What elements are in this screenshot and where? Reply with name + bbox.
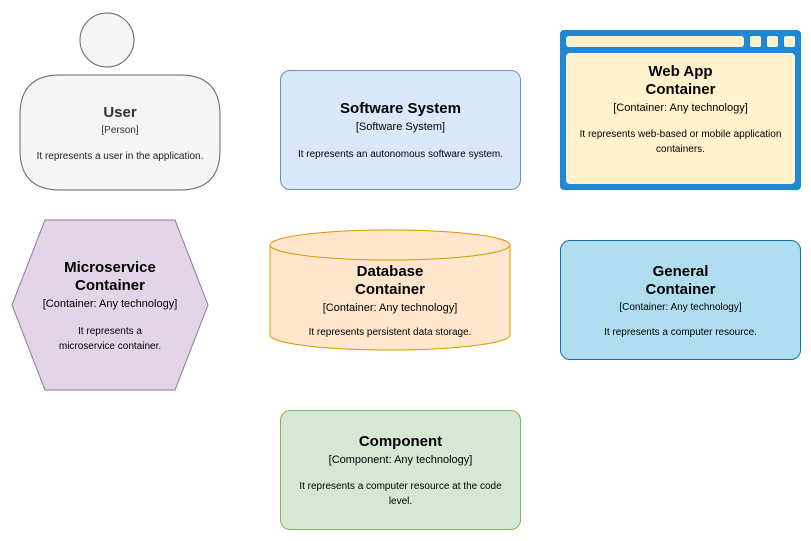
microservice-description-line2: microservice container. <box>58 341 162 352</box>
user-person-shape[interactable] <box>19 12 221 191</box>
database-node[interactable]: Database Container [Container: Any techn… <box>270 263 510 340</box>
general-type: [Container: Any technology] <box>619 302 742 313</box>
microservice-node[interactable]: Microservice Container [Container: Any t… <box>12 259 208 354</box>
database-description: It represents persistent data storage. <box>308 327 472 338</box>
database-title-line2: Container <box>354 281 425 298</box>
component-type: [Component: Any technology] <box>328 454 473 466</box>
general-description: It represents a computer resource. <box>604 327 757 338</box>
web-app-node[interactable]: Web App Container [Container: Any techno… <box>566 63 795 157</box>
microservice-title-line1: Microservice <box>64 259 156 276</box>
web-app-title-line1: Web App <box>648 63 713 80</box>
microservice-description-line1: It represents a <box>78 326 142 337</box>
web-app-type: [Container: Any technology] <box>613 102 748 114</box>
user-title: User <box>103 104 137 121</box>
user-description: It represents a user in the application. <box>36 151 204 162</box>
browser-window-buttons-icon <box>750 36 761 47</box>
software-system-title: Software System <box>340 100 461 117</box>
user-head <box>79 12 135 68</box>
web-app-description: It represents web-based or mobile applic… <box>579 129 782 155</box>
microservice-type: [Container: Any technology] <box>42 298 178 310</box>
web-app-title-line2: Container <box>645 81 716 98</box>
web-app-frame[interactable] <box>560 30 801 190</box>
browser-window-buttons-icon <box>784 36 795 47</box>
general-title-line2: Container <box>645 281 716 298</box>
microservice-hexagon[interactable] <box>11 219 209 391</box>
database-type: [Container: Any technology] <box>322 302 458 314</box>
address-bar <box>566 36 744 47</box>
component-title: Component <box>358 433 443 450</box>
user-node[interactable]: User [Person] It represents a user in th… <box>20 104 220 164</box>
software-system-node[interactable]: Software System [Software System] It rep… <box>280 70 521 190</box>
database-title-line1: Database <box>356 263 424 280</box>
component-node[interactable]: Component [Component: Any technology] It… <box>280 410 521 530</box>
browser-window-buttons-icon <box>767 36 778 47</box>
user-body <box>19 74 221 191</box>
database-cylinder[interactable] <box>269 229 511 351</box>
general-container-node[interactable]: General Container [Container: Any techno… <box>560 240 801 360</box>
component-description: It represents a computer resource at the… <box>299 481 502 507</box>
database-top <box>269 229 511 261</box>
software-system-type: [Software System] <box>355 121 446 133</box>
web-app-body <box>566 53 795 184</box>
software-system-description: It represents an autonomous software sys… <box>297 149 504 160</box>
user-type: [Person] <box>101 125 139 136</box>
general-title-line1: General <box>652 263 709 280</box>
microservice-title-line2: Container <box>74 277 145 294</box>
